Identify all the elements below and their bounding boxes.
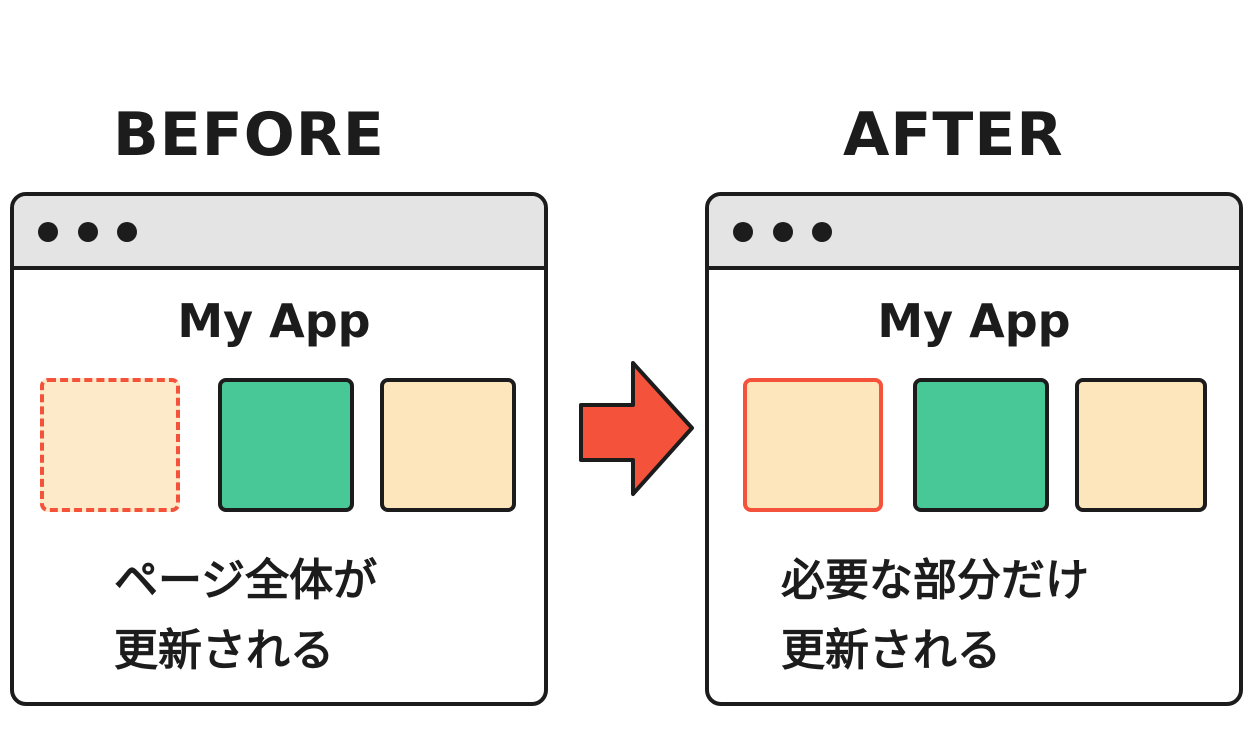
caption-line-2: 更新される: [114, 625, 334, 676]
updated-block: [743, 378, 883, 512]
window-dot-icon: [78, 222, 98, 242]
title-bar: [709, 196, 1239, 270]
green-block: [913, 378, 1049, 512]
beige-block: [380, 378, 516, 512]
green-block: [218, 378, 354, 512]
app-title: My App: [177, 294, 371, 348]
caption-line-1: 必要な部分だけ: [781, 555, 1089, 606]
window-dot-icon: [812, 222, 832, 242]
window-dot-icon: [733, 222, 753, 242]
app-title: My App: [877, 294, 1071, 348]
beige-block: [1075, 378, 1207, 512]
caption-line-1: ページ全体が: [114, 555, 378, 606]
after-heading: AFTER: [843, 100, 1064, 170]
right-arrow-icon: [579, 361, 694, 496]
window-dot-icon: [117, 222, 137, 242]
before-heading: BEFORE: [113, 100, 385, 170]
caption: 必要な部分だけ 更新される: [781, 546, 1089, 686]
caption-line-2: 更新される: [781, 625, 1001, 676]
caption: ページ全体が 更新される: [114, 546, 377, 686]
before-window: My App ページ全体が 更新される: [10, 192, 548, 706]
title-bar: [14, 196, 544, 270]
window-dot-icon: [773, 222, 793, 242]
after-window: My App 必要な部分だけ 更新される: [705, 192, 1243, 706]
updated-block-dashed: [40, 378, 180, 512]
window-dot-icon: [38, 222, 58, 242]
